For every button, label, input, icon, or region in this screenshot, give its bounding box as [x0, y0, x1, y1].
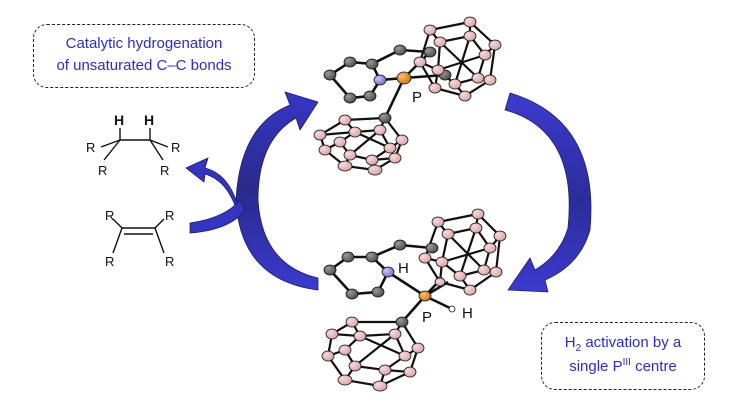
top-complex: P	[313, 16, 502, 176]
alkene-r: R	[105, 208, 114, 223]
alkene-r: R	[165, 208, 174, 223]
h2-activation-box: H2 activation by a single PIII centre	[541, 322, 705, 390]
alkene-structure: R R R R	[105, 208, 174, 269]
bottom-atoms	[321, 208, 507, 392]
bottom-h-label-2: H	[462, 305, 473, 322]
catalytic-hydrogenation-line-1: Catalytic hydrogenation	[65, 35, 223, 52]
alkane-h-left: H	[114, 112, 124, 128]
alkane-r: R	[86, 140, 95, 155]
alkene-r: R	[105, 254, 114, 269]
hydrogenation-arrow	[185, 91, 319, 291]
bottom-h-label-1: H	[398, 260, 409, 277]
alkane-r: R	[160, 163, 169, 178]
h2-activation-line-2: single PIII centre	[569, 357, 677, 376]
top-atoms	[313, 16, 502, 176]
alkane-r: R	[98, 163, 107, 178]
alkene-r: R	[165, 254, 174, 269]
bottom-complex: H P H	[321, 208, 507, 392]
catalytic-hydrogenation-box: Catalytic hydrogenation of unsaturated C…	[33, 24, 255, 88]
alkane-r: R	[171, 140, 180, 155]
catalytic-hydrogenation-line-2: of unsaturated C–C bonds	[56, 57, 232, 74]
top-p-label: P	[412, 89, 422, 106]
alkane-structure: H H R R R R	[86, 112, 180, 178]
h2-activation-line-1: H2 activation by a	[564, 334, 682, 354]
bottom-p-label: P	[422, 309, 432, 326]
activation-arrow	[504, 92, 592, 293]
alkane-h-right: H	[144, 112, 154, 128]
